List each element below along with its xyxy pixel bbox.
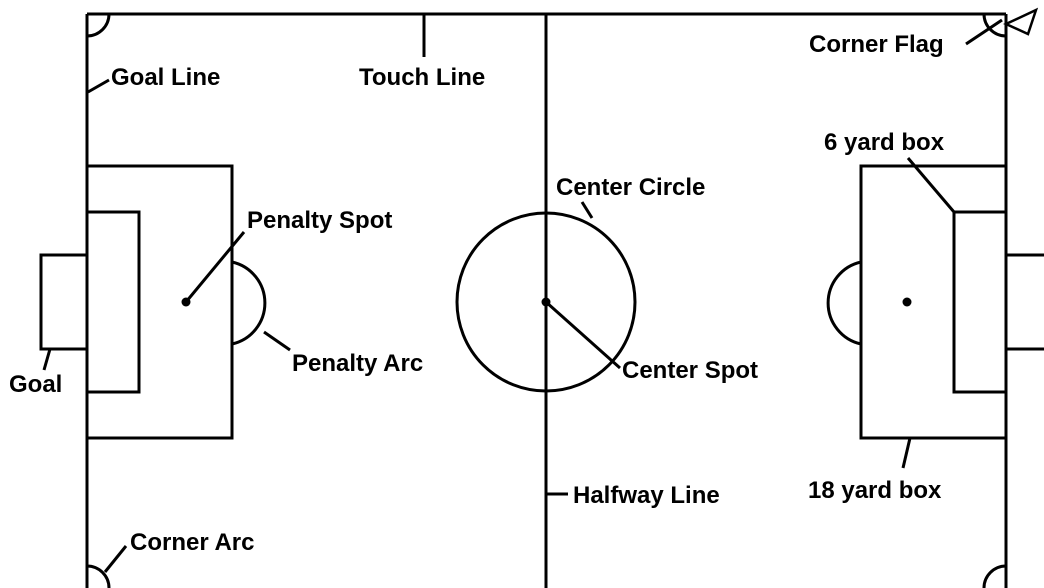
label-center-circle: Center Circle xyxy=(556,174,705,201)
goal-right xyxy=(1004,253,1044,351)
corner-arc-top-left xyxy=(86,13,111,38)
leader-lines xyxy=(42,14,1003,573)
leader-six-yard-box xyxy=(906,157,956,213)
label-eighteen-yard-box: 18 yard box xyxy=(808,477,942,504)
label-six-yard-box: 6 yard box xyxy=(824,129,945,156)
corner-arc-bottom-left xyxy=(86,564,111,588)
leader-goal xyxy=(42,348,52,371)
leader-penalty-spot xyxy=(184,231,246,303)
penalty-arc-right xyxy=(826,260,862,346)
field-lines xyxy=(39,7,1044,588)
label-goal: Goal xyxy=(9,371,62,398)
goal-left xyxy=(39,253,89,351)
label-penalty-spot: Penalty Spot xyxy=(247,207,392,234)
penalty-spot-right xyxy=(902,297,912,307)
leader-corner-flag xyxy=(965,18,1003,46)
leader-center-circle xyxy=(580,201,594,219)
corner-arc-top-right xyxy=(982,13,1007,38)
label-corner-arc: Corner Arc xyxy=(130,529,254,556)
diagram-labels: Goal Line Touch Line Corner Flag 6 yard … xyxy=(9,31,945,556)
leader-goal-line xyxy=(87,78,110,94)
label-corner-flag: Corner Flag xyxy=(809,31,944,58)
eighteen-yard-box-left xyxy=(85,164,234,440)
label-penalty-arc: Penalty Arc xyxy=(292,350,423,377)
leader-corner-arc xyxy=(103,545,128,573)
leader-penalty-arc xyxy=(263,330,291,352)
leader-center-spot xyxy=(545,300,621,370)
center-circle xyxy=(455,211,637,393)
corner-arc-bottom-right xyxy=(982,564,1007,588)
corner-flag-icon xyxy=(1003,7,1039,36)
six-yard-box-right xyxy=(952,210,1008,394)
label-touch-line: Touch Line xyxy=(359,64,485,91)
penalty-arc-left xyxy=(231,260,267,346)
label-halfway-line: Halfway Line xyxy=(573,482,720,509)
eighteen-yard-box-right xyxy=(859,164,1008,440)
leader-eighteen-yard-box xyxy=(901,437,912,469)
label-goal-line: Goal Line xyxy=(111,64,220,91)
label-center-spot: Center Spot xyxy=(622,357,758,384)
six-yard-box-left xyxy=(85,210,141,394)
